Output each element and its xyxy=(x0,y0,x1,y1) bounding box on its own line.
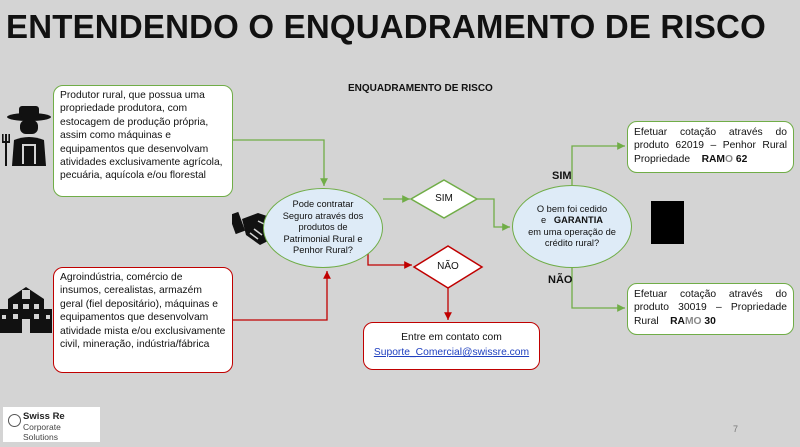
contato-text: Entre em contato com xyxy=(401,332,502,343)
result-62019-ramo-b: O xyxy=(725,153,734,165)
nao-diamond xyxy=(412,245,484,289)
logo-mark-icon xyxy=(8,414,21,427)
result-30019-text: Efetuar cotação através do produto 30019… xyxy=(634,289,787,327)
result-62019-ramo-a: RAM xyxy=(701,153,726,165)
result-30019-ramo-b: MO xyxy=(684,315,702,327)
page-number: 7 xyxy=(733,424,739,434)
sim-diamond-label: SIM xyxy=(435,193,453,204)
arrow-agro-to-decision xyxy=(233,271,331,321)
arrow-decision-to-nao xyxy=(367,251,412,269)
redacted-block xyxy=(651,201,684,244)
decision-bem-cedido-garantia: GARANTIA xyxy=(553,215,603,225)
arrow-decision2-to-result2 xyxy=(571,268,625,312)
building-icon xyxy=(0,287,52,333)
diagram-subtitle: ENQUADRAMENTO DE RISCO xyxy=(348,83,493,94)
branch-label-nao: NÃO xyxy=(548,274,573,286)
decision-bem-cedido-text: O bem foi cedido e GARANTIA em uma opera… xyxy=(526,204,618,250)
decision-bem-cedido: O bem foi cedido e GARANTIA em uma opera… xyxy=(512,185,632,268)
agroindustria-box: Agroindústria, comércio de insumos, cere… xyxy=(53,267,233,373)
decision-bem-cedido-suffix: em uma operação de crédito rural? xyxy=(528,226,616,249)
nao-diamond-label: NÃO xyxy=(437,261,459,272)
branch-label-sim: SIM xyxy=(552,170,572,182)
arrow-sim-to-decision2 xyxy=(477,198,510,231)
produtor-rural-box: Produtor rural, que possua uma proprieda… xyxy=(53,85,233,197)
decision-contratar-seguro: Pode contratar Seguro através dos produt… xyxy=(263,188,383,268)
logo-name: Swiss Re xyxy=(23,411,65,422)
decision-contratar-seguro-text: Pode contratar Seguro através dos produt… xyxy=(282,199,364,256)
arrow-decision2-to-result1 xyxy=(571,142,625,185)
decision-bem-cedido-prefix: O bem foi cedido xyxy=(536,203,608,214)
slide-title: ENTENDENDO O ENQUADRAMENTO DE RISCO xyxy=(6,8,766,45)
contato-box: Entre em contato com Suporte_Comercial@s… xyxy=(363,322,540,370)
result-62019-text: Efetuar cotação através do produto 62019… xyxy=(634,127,787,165)
result-box-30019: Efetuar cotação através do produto 30019… xyxy=(627,283,794,335)
logo-sub: Corporate Solutions xyxy=(23,422,61,442)
result-62019-ramo-num: 62 xyxy=(735,153,748,165)
result-30019-ramo-a: RA xyxy=(670,315,685,327)
support-email-link[interactable]: Suporte_Comercial@swissre.com xyxy=(373,347,530,359)
result-box-62019: Efetuar cotação através do produto 62019… xyxy=(627,121,794,173)
result-30019-ramo-num: 30 xyxy=(704,315,716,327)
farmer-icon xyxy=(2,106,51,166)
arrow-produtor-to-decision xyxy=(233,139,328,186)
decision-bem-cedido-e: e xyxy=(541,215,547,225)
swiss-re-logo: Swiss Re Corporate Solutions xyxy=(3,407,100,442)
sim-diamond xyxy=(409,179,479,219)
